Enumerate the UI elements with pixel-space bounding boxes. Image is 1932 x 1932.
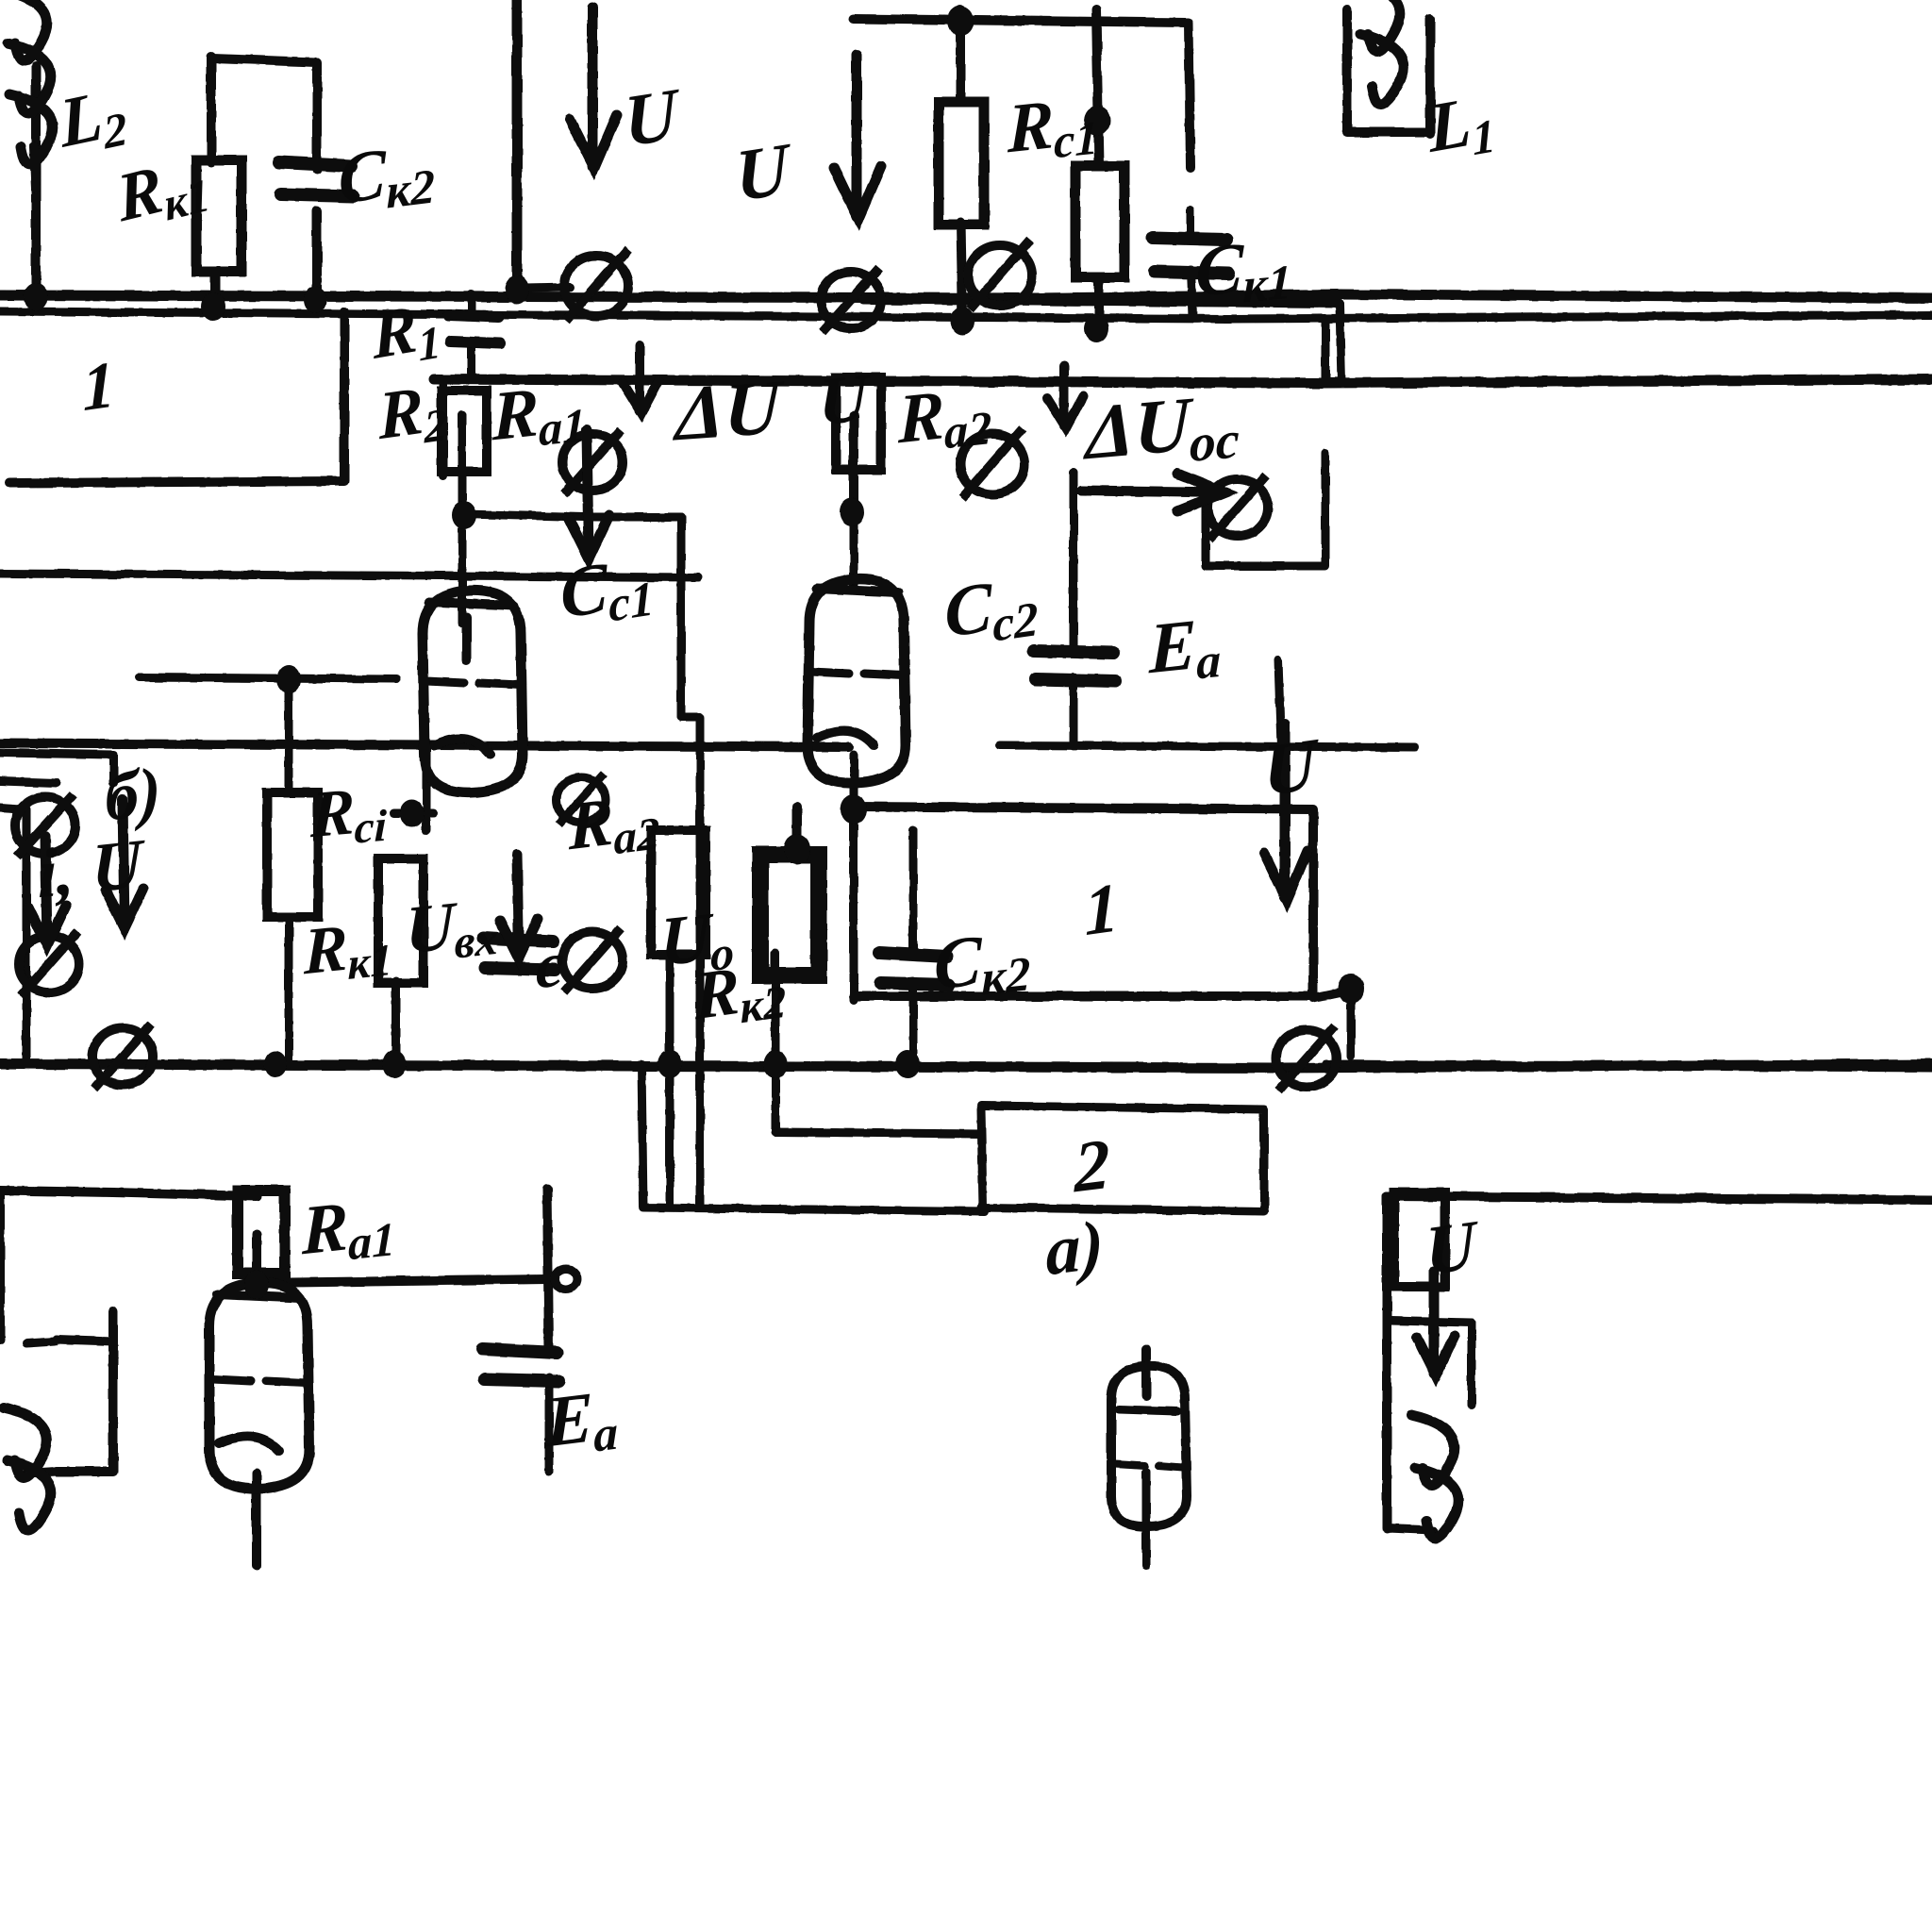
arrow-u-top2 (828, 49, 887, 232)
schematic-label-numeral_2_bot: 2 (1073, 1124, 1111, 1208)
schematic-label-ea_mid: Ea (1149, 604, 1222, 691)
terminal-low-3 (88, 1021, 158, 1092)
inductor-topleft (2, 0, 58, 193)
vacuum-tube-bottom-right (1107, 1360, 1192, 1532)
schematic-label-rc1_top: Rc1 (1008, 85, 1099, 169)
capacitor-ea-bottom (476, 1342, 565, 1388)
arrow-u-top1 (564, 2, 623, 181)
schematic-label-cc1_mid: Cc1 (558, 547, 656, 635)
capacitor-ck1-top (1146, 231, 1235, 280)
inductor-bottomleft (0, 1402, 57, 1536)
arrow-u-right (1258, 719, 1313, 913)
terminal-mid-6 (1203, 472, 1273, 543)
arrow-bottom-right (1411, 1266, 1460, 1388)
schematic-label-u_right_arrow: U (1261, 722, 1318, 812)
terminal-low-6 (552, 771, 610, 827)
schematic-label-ea_bottom: Ea (544, 1376, 619, 1463)
schematic-label-cc2_mid: Cc2 (942, 566, 1040, 654)
vacuum-tube-bottom-left (204, 1277, 315, 1494)
terminal-mid-1 (559, 245, 633, 325)
schematic-label-ck2_low: Cк2 (934, 920, 1031, 1007)
capacitor-ck2-low (873, 946, 956, 991)
resistor-ra2-low (646, 825, 710, 959)
inductor-bottomright (1406, 1409, 1464, 1543)
capacitor-r1-mid (443, 309, 506, 349)
resistor-r2 (437, 386, 491, 476)
arrow-u-mid (562, 425, 615, 571)
resistor-rk1-top (191, 155, 247, 277)
resistor-ra2 (831, 373, 886, 475)
terminal-low-4 (558, 924, 627, 996)
schematic-label-numeral_1_right: 1 (1082, 868, 1121, 952)
arrow-i-left2 (100, 794, 149, 941)
schematic-label-ck1_top: Cк1 (1194, 227, 1292, 314)
schematic-label-c_low: c (536, 926, 565, 1003)
terminal-mid-3 (963, 236, 1037, 313)
schematic-label-u_mid_small: U (819, 358, 868, 441)
terminal-mid-2 (816, 264, 886, 336)
schematic-label-numeral_1_left: 1 (80, 348, 117, 426)
arrow-du2-mid (1042, 361, 1088, 439)
terminal-bottom-1 (550, 1264, 582, 1294)
terminal-group (10, 236, 1341, 1294)
schematic-label-delta_u_mid: ΔU (674, 363, 782, 458)
arrow-uoc-right (1075, 468, 1239, 517)
capacitor-ea-mid (1027, 644, 1122, 688)
schematic-label-ubx_low: Uвх (406, 887, 498, 969)
resistor-rk1-low (374, 854, 428, 988)
vacuum-tube-left (417, 585, 528, 798)
schematic-label-ck2_topleft: Cк2 (337, 133, 436, 220)
schematic-label-u_top_arrow2: U (733, 126, 791, 218)
capacitor-group (273, 156, 1235, 1388)
vacuum-tube-group (204, 574, 1192, 1532)
inductor-group (0, 0, 1464, 1543)
arrow-group (23, 2, 1460, 1388)
schematic-label-l1_topright: L1 (1425, 83, 1498, 169)
capacitor-ck2-topleft (273, 156, 359, 203)
schematic-label-ra2_mid: Ra2 (898, 375, 992, 459)
arrow-du-mid (618, 341, 663, 424)
schematic-label-b_marker: б) (103, 752, 162, 837)
arrow-i-left1 (23, 830, 72, 958)
schematic-label-u_top_arrow1: U (622, 72, 679, 163)
terminal-low-5 (1272, 1023, 1341, 1094)
schematic-label-i_u_left: i, U (38, 824, 142, 914)
schematic-label-rci_left: Rci (309, 774, 388, 854)
schematic-label-u_bottom_right: U (1424, 1206, 1477, 1291)
arrow-c-low (494, 849, 543, 971)
inductor-topright (1355, 0, 1409, 109)
schematic-label-ra1_mid: Ra1 (492, 373, 587, 457)
vacuum-tube-right (802, 574, 911, 789)
schematic-label-r2_mid: R2 (376, 372, 448, 455)
schematic-label-r1_mid: R1 (369, 290, 443, 375)
schematic-label-delta_uoc: ΔUoc (1085, 380, 1241, 476)
schematic-label-rk2_low: Rк2 (692, 952, 788, 1035)
resistor-rc1 (933, 96, 990, 230)
schematic-label-ra1_bottom: Ra1 (302, 1187, 396, 1271)
terminal-mid-5 (956, 425, 1029, 502)
junction-dot-group (24, 6, 1364, 1299)
schematic-label-a_marker: a) (1044, 1206, 1105, 1291)
resistor-rci (262, 788, 323, 922)
schematic-label-l2_topleft: L2 (56, 76, 130, 163)
resistor-top-right (1070, 160, 1130, 283)
schematic-label-rk1_low: Rк1 (304, 911, 393, 991)
schematic-label-ra2_low_mid: Ra2 (567, 783, 660, 865)
resistor-bottom-right (1390, 1188, 1450, 1291)
